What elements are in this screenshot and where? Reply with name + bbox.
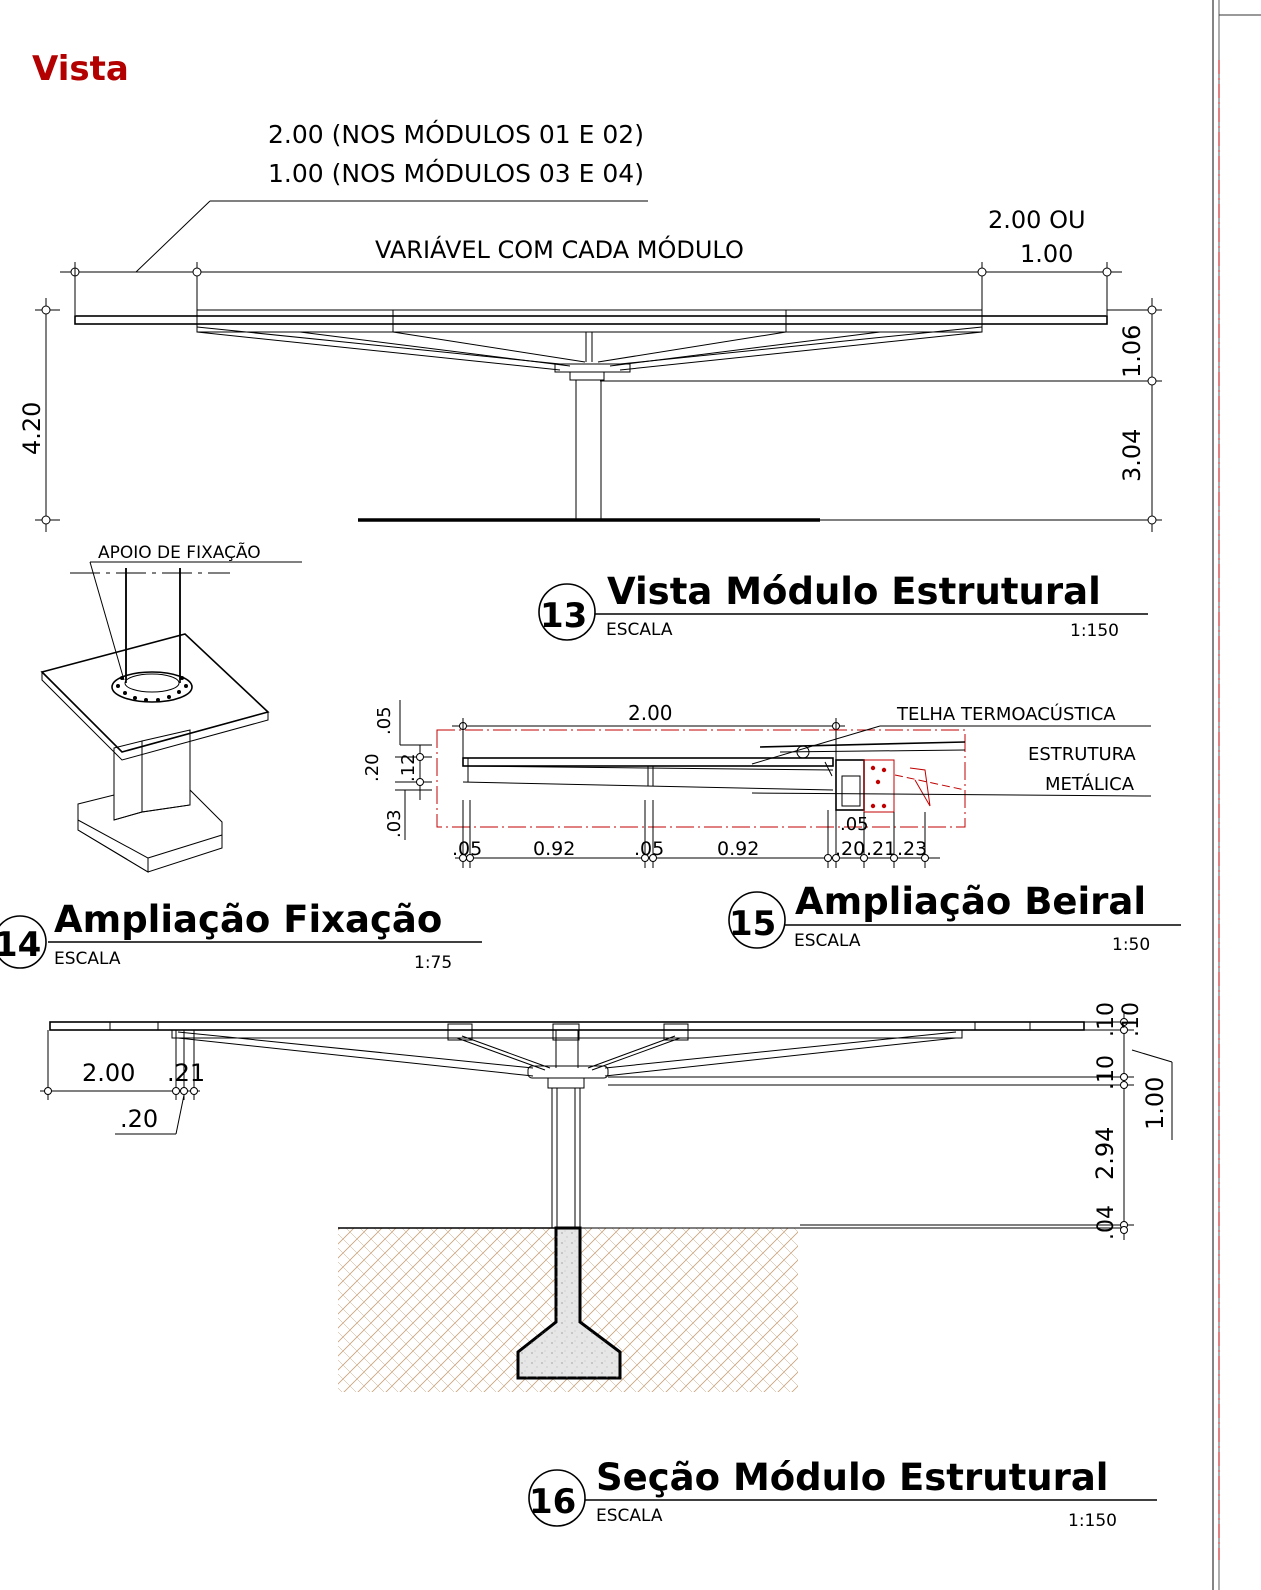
dim-3-04: 3.04 [1118, 429, 1146, 482]
view-15-scale-value: 1:50 [1112, 935, 1150, 955]
note-line-1: 2.00 (NOS MÓDULOS 01 E 02) [268, 119, 644, 149]
dim-20-b: .20 [835, 838, 865, 860]
dim-1-00: 1.00 [1141, 1077, 1169, 1130]
dim-21-b: .21 [167, 1059, 205, 1087]
dim-2-94: 2.94 [1091, 1127, 1119, 1180]
view-14-anchor-detail: APOIO DE FIXAÇÃO 14 Ampliação Fixação [0, 541, 482, 973]
dim-eave-2-00: 2.00 [82, 1059, 135, 1087]
view-13-scale-label: ESCALA [606, 620, 673, 640]
view-13-number: 13 [540, 596, 587, 636]
dim-1-06: 1.06 [1118, 325, 1146, 378]
right-note-2: 1.00 [1020, 240, 1073, 268]
view-16-title: Seção Módulo Estrutural [596, 1456, 1109, 1499]
right-note-1: 2.00 OU [988, 206, 1086, 234]
sheet-border-right [1212, 0, 1261, 1590]
dim-2-00-top: 2.00 [628, 701, 673, 725]
note-line-2: 1.00 (NOS MÓDULOS 03 E 04) [268, 158, 644, 188]
dim-10-a: .10 [1094, 1002, 1119, 1037]
view-13-scale-value: 1:150 [1070, 621, 1119, 641]
view-15-eave-detail: 2.00 TELHA TERMOACÚSTICA EST [362, 700, 1181, 955]
dim-05-a: .05 [452, 838, 482, 860]
structure-label-2: METÁLICA [1045, 773, 1135, 795]
roof-label: TELHA TERMOACÚSTICA [896, 703, 1116, 725]
view-16-section: 2.00 .21 .20 .10 .10 .10 1.00 2.94 .04 1… [40, 1002, 1173, 1531]
dim-05-b: .05 [634, 838, 664, 860]
dim-20-c: .20 [120, 1105, 158, 1133]
dim-21: .21 [866, 838, 896, 860]
view-16-scale-value: 1:150 [1068, 1511, 1117, 1531]
view-13-elevation: 2.00 (NOS MÓDULOS 01 E 02) 1.00 (NOS MÓD… [18, 119, 1162, 641]
dim-20: .20 [362, 753, 383, 782]
dim-05-top: .05 [374, 706, 395, 735]
dim-0-92-b: 0.92 [717, 838, 759, 860]
view-14-scale-value: 1:75 [414, 953, 452, 973]
dim-23: .23 [897, 838, 927, 860]
view-14-scale-label: ESCALA [54, 949, 121, 969]
view-15-title: Ampliação Beiral [795, 880, 1146, 923]
dim-10-c: .10 [1094, 1055, 1119, 1090]
view-14-title: Ampliação Fixação [54, 898, 442, 941]
dim-10-b: .10 [1119, 1002, 1144, 1037]
view-14-number: 14 [0, 925, 41, 965]
page-title: Vista [32, 49, 129, 89]
view-13-title: Vista Módulo Estrutural [607, 570, 1101, 613]
view-16-number: 16 [529, 1482, 576, 1522]
dim-04: .04 [1094, 1205, 1119, 1240]
dim-05-right: .05 [840, 814, 869, 835]
view-16-scale-label: ESCALA [596, 1506, 663, 1526]
dim-12: .12 [398, 753, 419, 782]
dim-03: .03 [384, 809, 405, 838]
structure-label-1: ESTRUTURA [1028, 744, 1136, 765]
support-label: APOIO DE FIXAÇÃO [98, 541, 261, 563]
view-15-number: 15 [729, 904, 776, 944]
variable-label: VARIÁVEL COM CADA MÓDULO [375, 234, 744, 264]
view-15-scale-label: ESCALA [794, 931, 861, 951]
dim-4-20: 4.20 [18, 402, 46, 455]
dim-0-92-a: 0.92 [533, 838, 575, 860]
